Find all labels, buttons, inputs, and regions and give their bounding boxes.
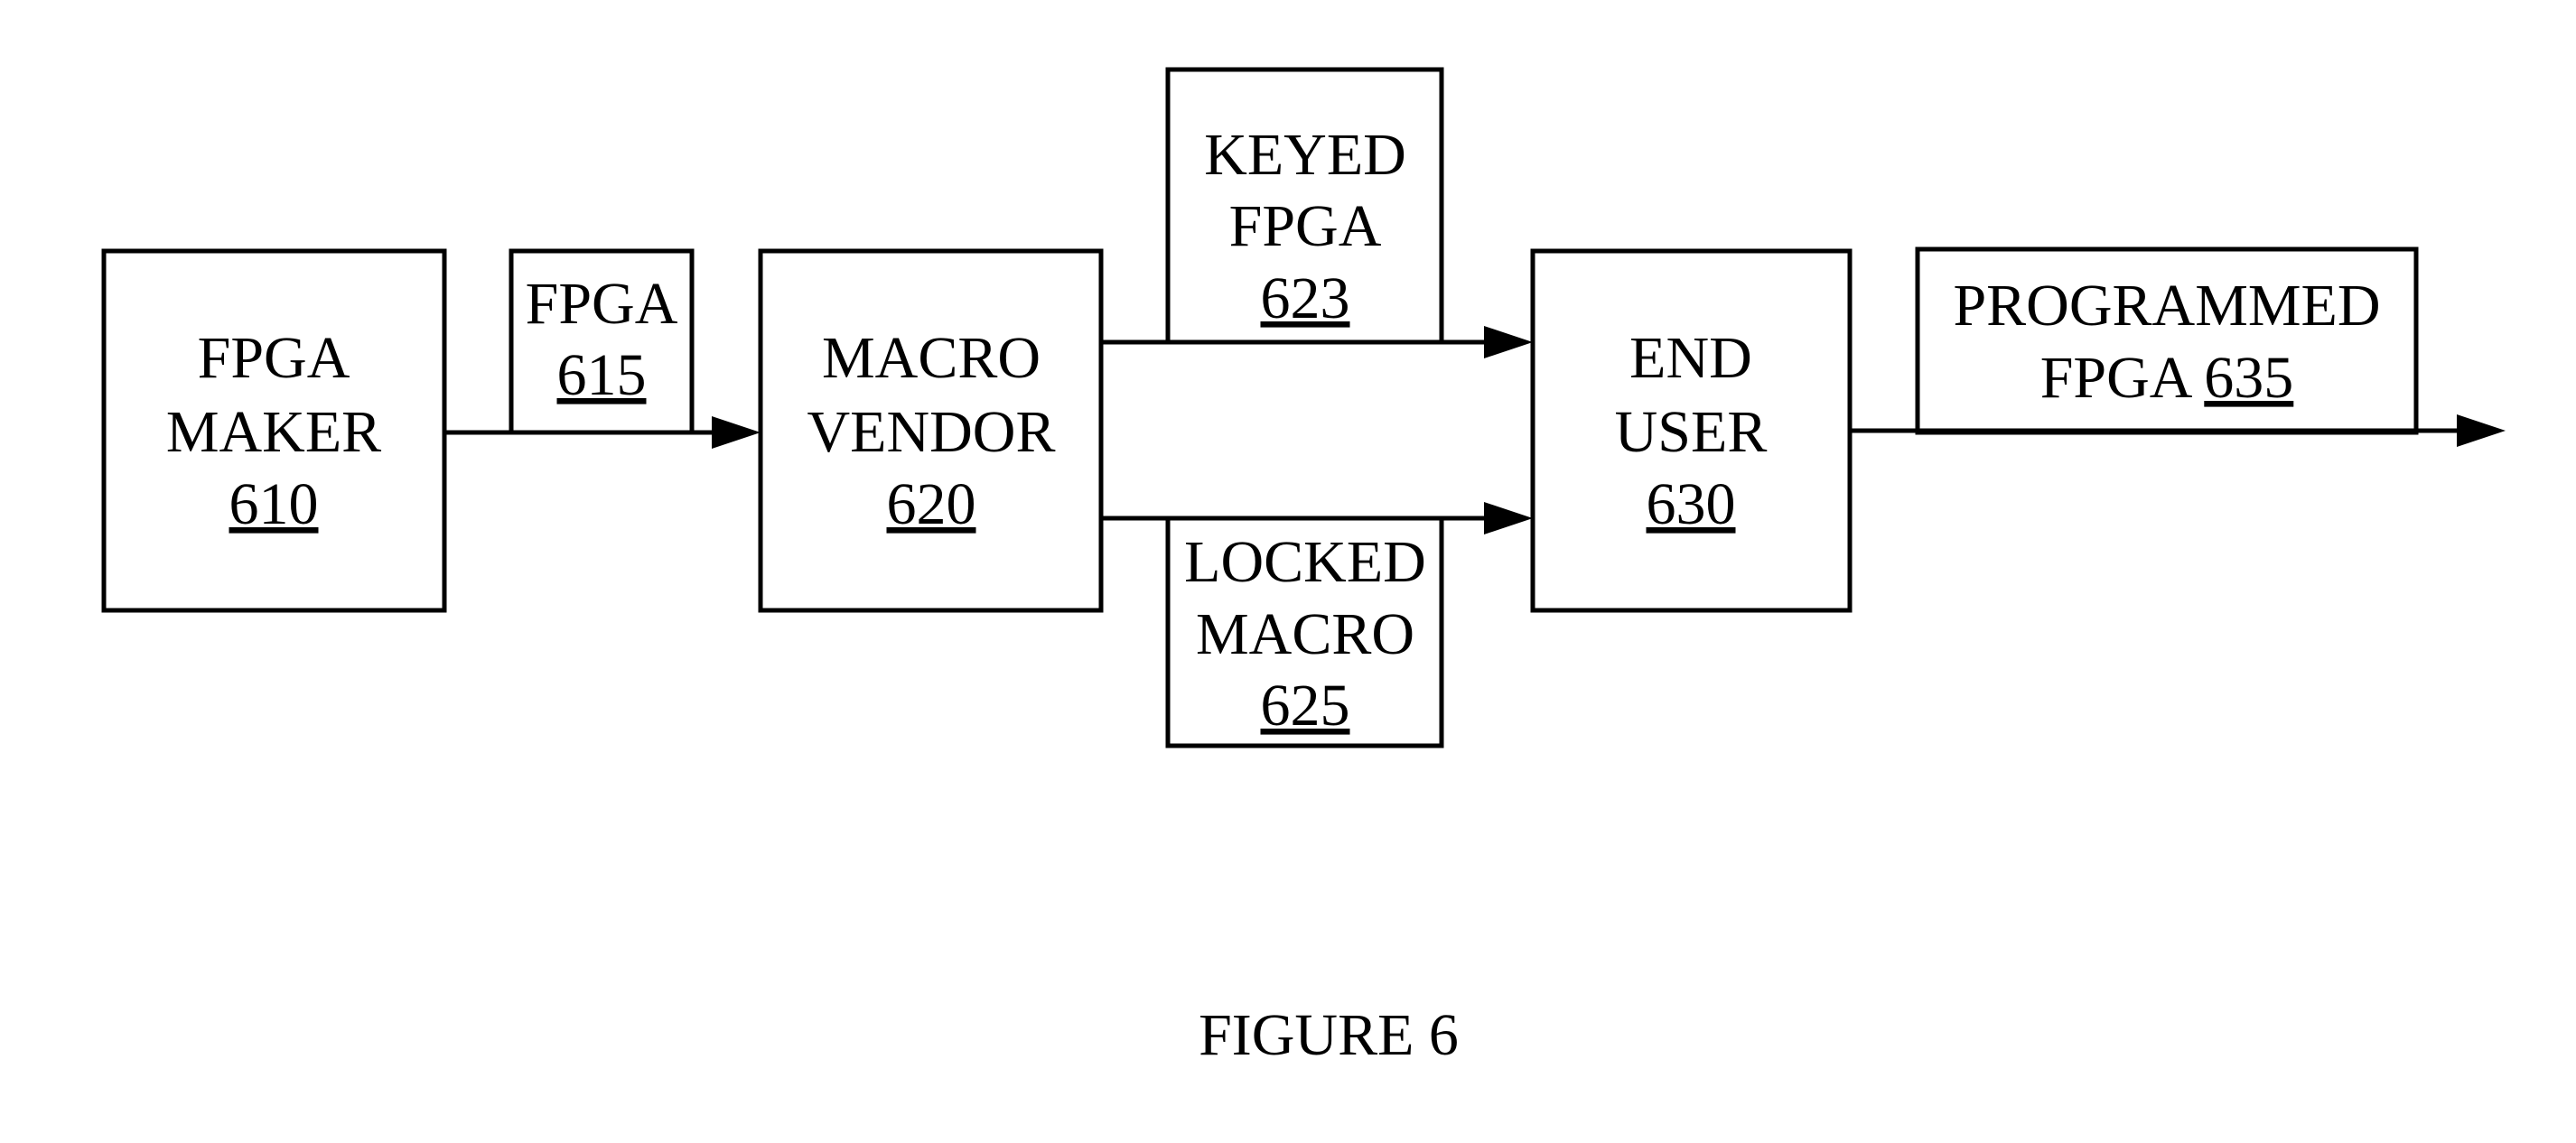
node-fpga-line1: FPGA	[526, 271, 678, 337]
edge-user-to-output-arrowhead	[2457, 414, 2506, 447]
node-programmed-fpga-line2: FPGA 635	[2040, 345, 2294, 411]
node-programmed-fpga-space	[2189, 345, 2205, 411]
edge-vendor-to-user-locked-arrowhead	[1484, 502, 1533, 534]
node-programmed-fpga-line2-text: FPGA	[2040, 345, 2193, 411]
node-macro-vendor: MACRO VENDOR 620	[761, 251, 1101, 610]
node-fpga-maker-line1: FPGA	[198, 325, 350, 391]
edge-vendor-to-user-keyed-arrowhead	[1484, 326, 1533, 358]
node-fpga-maker: FPGA MAKER 610	[104, 251, 444, 610]
node-fpga-ref: 615	[557, 342, 647, 408]
node-programmed-fpga-ref: 635	[2204, 345, 2293, 411]
node-locked-macro-line2: MACRO	[1196, 601, 1414, 667]
node-end-user-ref: 630	[1647, 471, 1736, 537]
node-locked-macro-line1: LOCKED	[1184, 529, 1426, 595]
figure-caption: FIGURE 6	[1199, 1002, 1459, 1068]
node-programmed-fpga-line1: PROGRAMMED	[1953, 273, 2380, 339]
edge-maker-to-vendor-arrowhead	[712, 416, 761, 449]
node-locked-macro: LOCKED MACRO 625	[1168, 518, 1442, 746]
node-keyed-fpga: KEYED FPGA 623	[1168, 70, 1442, 342]
node-end-user-line1: END	[1629, 325, 1752, 391]
node-macro-vendor-line1: MACRO	[822, 325, 1041, 391]
node-locked-macro-ref: 625	[1261, 673, 1350, 739]
node-keyed-fpga-ref: 623	[1261, 265, 1350, 331]
node-macro-vendor-ref: 620	[887, 471, 976, 537]
node-fpga-maker-ref: 610	[229, 471, 319, 537]
node-keyed-fpga-line2: FPGA	[1229, 193, 1382, 259]
node-end-user-line2: USER	[1615, 399, 1768, 465]
node-macro-vendor-line2: VENDOR	[807, 399, 1056, 465]
node-keyed-fpga-line1: KEYED	[1204, 122, 1406, 188]
node-fpga: FPGA 615	[511, 251, 692, 432]
node-end-user: END USER 630	[1533, 251, 1850, 610]
node-fpga-maker-line2: MAKER	[166, 399, 381, 465]
node-programmed-fpga: PROGRAMMED FPGA 635	[1918, 249, 2416, 432]
